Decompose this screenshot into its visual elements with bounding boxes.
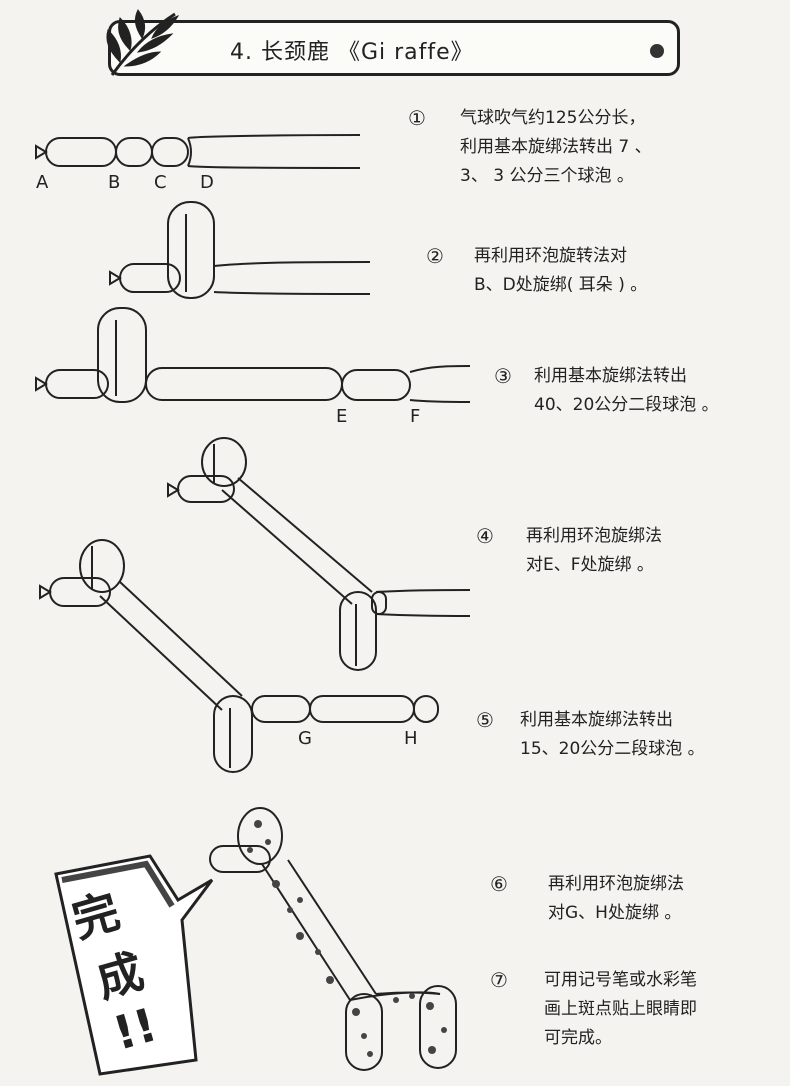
label-a: A: [36, 172, 49, 193]
step-7-line-3: 可完成。: [544, 1028, 612, 1048]
step-7-line-2: 画上斑点贴上眼睛即: [544, 999, 697, 1019]
step-7-number: ⑦: [490, 968, 508, 992]
leaf-icon: [106, 9, 180, 76]
title-bar: [108, 20, 680, 76]
step-6: ⑥ 再利用环泡旋绑法 对G、H处旋绑 。: [490, 870, 684, 928]
step-3-number: ③: [494, 364, 512, 388]
step-3-line-1: 利用基本旋绑法转出: [534, 366, 687, 386]
balloon-step-5: [39, 539, 439, 773]
label-c: C: [154, 172, 167, 193]
step-7-line-1: 可用记号笔或水彩笔: [544, 970, 697, 990]
page-title: 4. 长颈鹿 《Gi raffe》: [230, 40, 474, 65]
step-1: ① 气球吹气约125公分长， 利用基本旋绑法转出 7 、 3、 3 公分三个球泡…: [408, 104, 652, 191]
step-3: ③ 利用基本旋绑法转出 40、20公分二段球泡 。: [494, 362, 719, 420]
step-2-number: ②: [426, 244, 444, 268]
step-2: ② 再利用环泡旋转法对 B、D处旋绑( 耳朵 ) 。: [426, 242, 647, 300]
step-5-number: ⑤: [476, 708, 494, 732]
label-d: D: [200, 172, 214, 193]
step-5-line-2: 15、20公分二段球泡 。: [520, 739, 705, 759]
balloon-giraffe-final: [209, 807, 457, 1071]
step-4-number: ④: [476, 524, 494, 548]
step-5: ⑤ 利用基本旋绑法转出 15、20公分二段球泡 。: [476, 706, 705, 764]
balloon-step-4: [167, 437, 471, 671]
balloon-step-1: [35, 134, 361, 169]
step-5-line-1: 利用基本旋绑法转出: [520, 710, 673, 730]
label-f: F: [410, 406, 421, 427]
step-6-line-2: 对G、H处旋绑 。: [548, 903, 682, 923]
step-4: ④ 再利用环泡旋绑法 对E、F处旋绑 。: [476, 522, 662, 580]
step-6-line-1: 再利用环泡旋绑法: [548, 874, 684, 894]
balloon-step-3: [35, 307, 471, 403]
step-3-line-2: 40、20公分二段球泡 。: [534, 395, 719, 415]
label-b: B: [108, 172, 121, 193]
step-4-line-1: 再利用环泡旋绑法: [526, 526, 662, 546]
step-1-line-2: 利用基本旋绑法转出 7 、: [460, 137, 652, 157]
title-dot-icon: [650, 44, 664, 58]
label-g: G: [298, 728, 312, 749]
step-2-line-1: 再利用环泡旋转法对: [474, 246, 627, 266]
label-e: E: [336, 406, 348, 427]
step-4-line-2: 对E、F处旋绑 。: [526, 555, 654, 575]
balloon-step-2: [109, 201, 371, 299]
completion-stamp-shape: [54, 854, 214, 1076]
label-h: H: [404, 728, 418, 749]
step-1-number: ①: [408, 106, 426, 130]
step-1-line-3: 3、 3 公分三个球泡 。: [460, 166, 634, 186]
step-2-line-2: B、D处旋绑( 耳朵 ) 。: [474, 275, 648, 295]
step-7: ⑦ 可用记号笔或水彩笔 画上斑点贴上眼睛即 可完成。: [490, 966, 697, 1053]
step-6-number: ⑥: [490, 872, 508, 896]
step-1-line-1: 气球吹气约125公分长，: [460, 108, 646, 128]
